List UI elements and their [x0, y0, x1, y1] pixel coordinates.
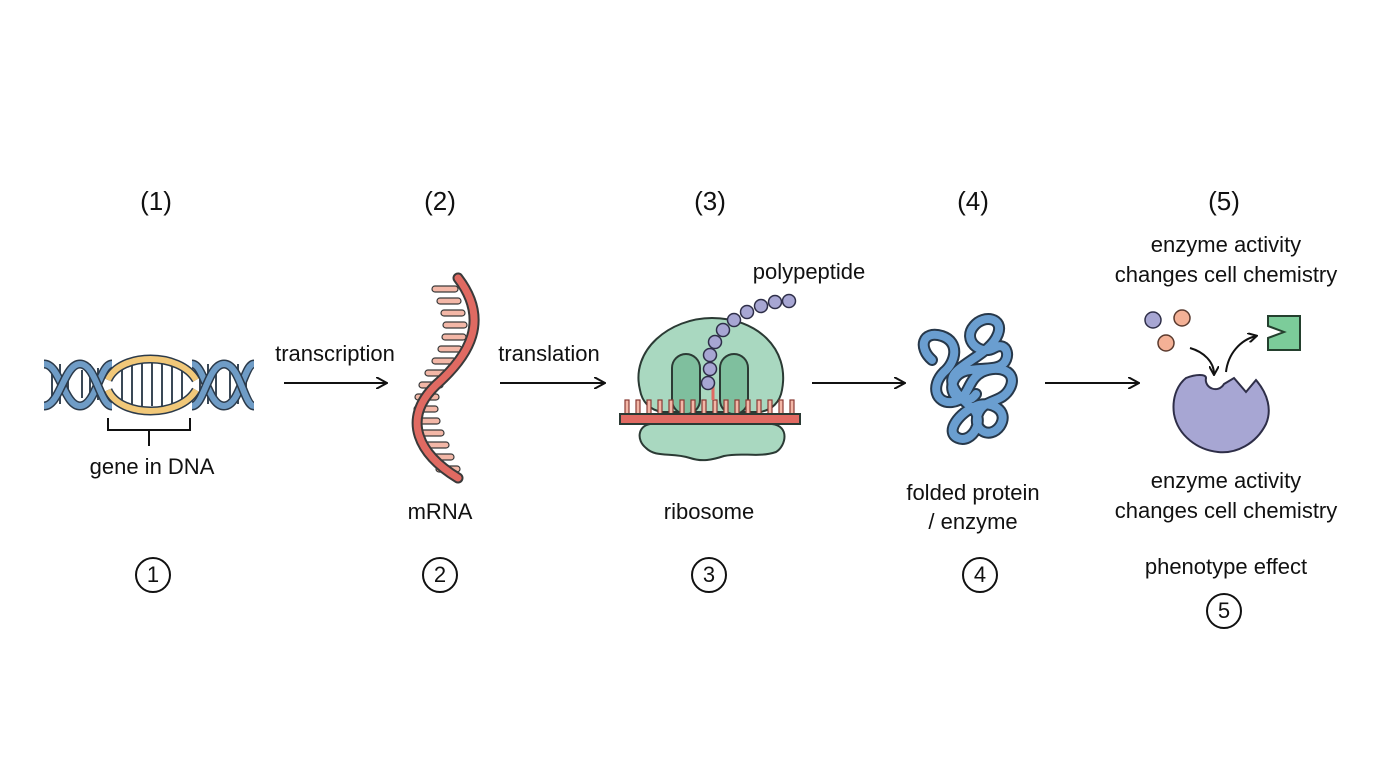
folded-protein-icon — [917, 313, 1018, 445]
translation-label: translation — [498, 341, 600, 366]
enzyme-activity-top-line1: enzyme activity — [1150, 232, 1302, 257]
folded-protein-label-line1: folded protein — [906, 480, 1040, 505]
step-number-2: (2) — [424, 186, 456, 216]
gene-in-dna-label: gene in DNA — [89, 454, 215, 479]
step-number-3: (3) — [694, 186, 726, 216]
polypeptide-chain-icon — [700, 293, 797, 391]
binding-arrow — [1189, 347, 1214, 374]
enzyme-activity-top-line2: changes cell chemistry — [1114, 262, 1338, 287]
release-arrow — [1225, 336, 1256, 373]
enzyme-activity-bottom-line1: enzyme activity — [1150, 468, 1302, 493]
substrate-molecule-purple — [1144, 311, 1162, 329]
transcription-label: transcription — [275, 341, 395, 366]
enzyme-activity-bottom-line2: changes cell chemistry — [1114, 498, 1338, 523]
ribosome-icon — [619, 316, 801, 462]
circled-number-5: 5 — [1206, 593, 1242, 629]
substrate-molecule-orange-bottom — [1157, 334, 1175, 352]
ribosome-label: ribosome — [663, 499, 755, 524]
substrate-molecule-orange-top — [1173, 309, 1191, 327]
step-number-4: (4) — [957, 186, 989, 216]
phenotype-effect-label: phenotype effect — [1144, 554, 1308, 579]
folded-protein-label-line2: / enzyme — [928, 509, 1018, 534]
mrna-strand-icon — [411, 272, 480, 484]
polypeptide-label: polypeptide — [752, 259, 866, 284]
enzyme-reaction-icon — [1144, 309, 1301, 454]
circled-number-3: 3 — [691, 557, 727, 593]
enzyme-shape — [1172, 374, 1270, 454]
step-number-5: (5) — [1208, 186, 1240, 216]
circled-number-2: 2 — [422, 557, 458, 593]
circled-number-1: 1 — [135, 557, 171, 593]
dna-helix-icon — [42, 354, 256, 446]
mrna-label: mRNA — [407, 499, 473, 524]
circled-number-4: 4 — [962, 557, 998, 593]
step-number-1: (1) — [140, 186, 172, 216]
product-molecule — [1267, 315, 1301, 351]
